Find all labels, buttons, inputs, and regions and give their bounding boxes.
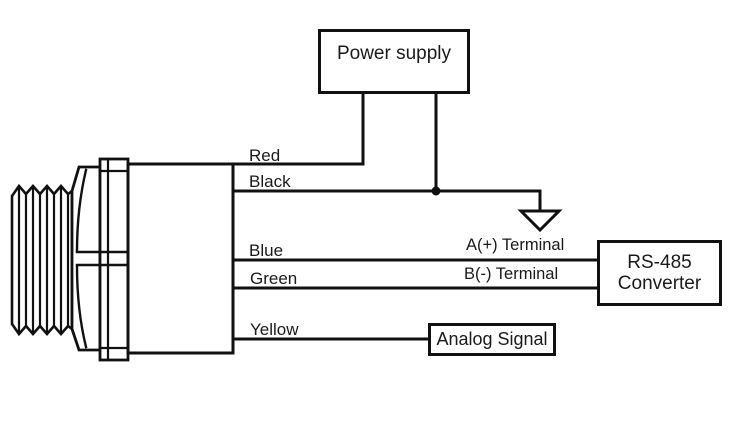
red-wire-label: Red — [249, 146, 281, 165]
analog-signal-box: Analog Signal — [428, 323, 556, 356]
rs485-converter-box: RS-485 Converter — [597, 240, 722, 306]
analog-signal-label: Analog Signal — [436, 329, 548, 349]
blue-wire-label: Blue — [249, 241, 284, 260]
sensor-illustration — [10, 157, 235, 362]
sensor-hex-facet-upper — [75, 168, 88, 253]
sensor-thread-ridges — [17, 185, 70, 335]
red-wire — [231, 93, 365, 166]
rs485-converter-label-stack: RS-485 Converter — [618, 252, 701, 294]
sensor-hex-facet-lower — [75, 264, 88, 349]
sensor-body — [126, 162, 235, 355]
junction-dot — [431, 186, 441, 196]
rs485-converter-label-line2: Converter — [617, 273, 702, 294]
sensor-threads — [10, 183, 74, 337]
terminal-a-label: A(+) Terminal — [466, 236, 565, 254]
black-wire-label: Black — [249, 172, 291, 191]
power-supply-label: Power supply — [336, 43, 452, 64]
sensor-collar — [98, 157, 130, 362]
rs485-converter-label-line1: RS-485 — [627, 252, 692, 273]
earth-ground-icon — [517, 209, 563, 233]
yellow-wire-label: Yellow — [250, 320, 299, 339]
terminal-b-label: B(-) Terminal — [464, 265, 559, 283]
green-wire-label: Green — [250, 269, 298, 288]
sensor-hex-nut — [70, 165, 102, 352]
power-supply-box: Power supply — [318, 29, 470, 94]
